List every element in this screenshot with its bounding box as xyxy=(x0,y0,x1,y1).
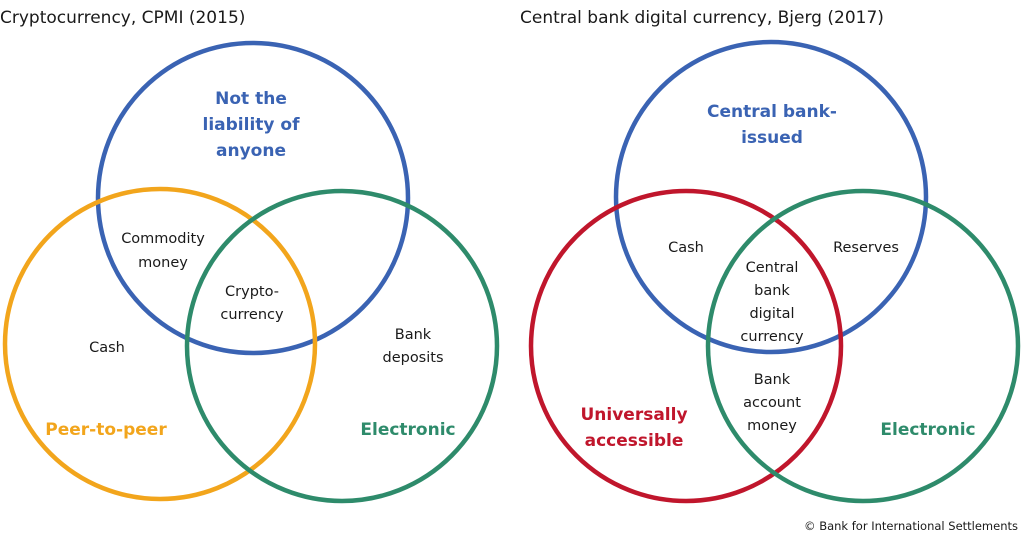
label-line: accessible xyxy=(585,431,684,451)
right-region-cbdc: Central bank digital currency xyxy=(740,260,804,345)
label-line: account xyxy=(743,395,801,411)
left-region-cash: Cash xyxy=(89,340,125,356)
label-line: Cash xyxy=(668,240,704,256)
left-venn: Not the liability of anyone Peer-to-peer E… xyxy=(2,40,500,504)
right-diagram-title: Central bank digital currency, Bjerg (20… xyxy=(520,8,884,28)
label-line: money xyxy=(138,255,188,271)
label-line: issued xyxy=(741,128,803,148)
right-region-bank-account-money: Bank account money xyxy=(743,372,801,434)
left-set-label-peer-to-peer: Peer-to-peer xyxy=(45,420,167,440)
left-set-label-top: Not the liability of anyone xyxy=(203,89,301,161)
label-line: bank xyxy=(754,283,790,299)
label-line: Commodity xyxy=(121,231,205,247)
left-circle-electronic xyxy=(184,188,500,504)
label-line: currency xyxy=(220,307,284,323)
label-line: digital xyxy=(749,306,794,322)
right-circle-electronic xyxy=(705,188,1021,504)
right-region-reserves: Reserves xyxy=(833,240,899,256)
label-line: Cash xyxy=(89,340,125,356)
label-line: Electronic xyxy=(880,420,975,440)
label-line: Central bank- xyxy=(707,102,837,122)
left-region-bank-deposits: Bank deposits xyxy=(382,327,443,366)
label-line: deposits xyxy=(382,350,443,366)
right-circle-central-bank-issued xyxy=(613,39,929,355)
label-line: Peer-to-peer xyxy=(45,420,167,440)
left-region-cryptocurrency: Crypto-currency xyxy=(220,284,284,323)
copyright-credit: © Bank for International Settlements xyxy=(804,519,1018,533)
label-line: Bank xyxy=(754,372,791,388)
label-line: anyone xyxy=(216,141,286,161)
left-diagram-title: Cryptocurrency, CPMI (2015) xyxy=(0,8,246,28)
left-region-commodity-money: Commodity money xyxy=(121,231,205,271)
left-circle-peer-to-peer xyxy=(2,186,318,502)
right-set-label-universally-accessible: Universally accessible xyxy=(580,405,687,451)
label-line: Central xyxy=(746,260,799,276)
right-region-cash: Cash xyxy=(668,240,704,256)
label-line: Bank xyxy=(395,327,432,343)
label-line: Not the xyxy=(215,89,287,109)
label-line: liability of xyxy=(203,115,301,135)
label-line: money xyxy=(747,418,797,434)
left-circle-not-liability xyxy=(95,40,411,356)
right-set-label-top: Central bank-issued xyxy=(707,102,837,148)
label-line: Universally xyxy=(580,405,687,425)
left-set-label-electronic: Electronic xyxy=(360,420,455,440)
right-venn: Central bank-issued Universally accessibl… xyxy=(528,39,1021,504)
label-line: Reserves xyxy=(833,240,899,256)
right-circle-universally-accessible xyxy=(528,188,844,504)
label-line: Crypto- xyxy=(225,284,279,300)
right-set-label-electronic: Electronic xyxy=(880,420,975,440)
label-line: currency xyxy=(740,329,804,345)
label-line: Electronic xyxy=(360,420,455,440)
